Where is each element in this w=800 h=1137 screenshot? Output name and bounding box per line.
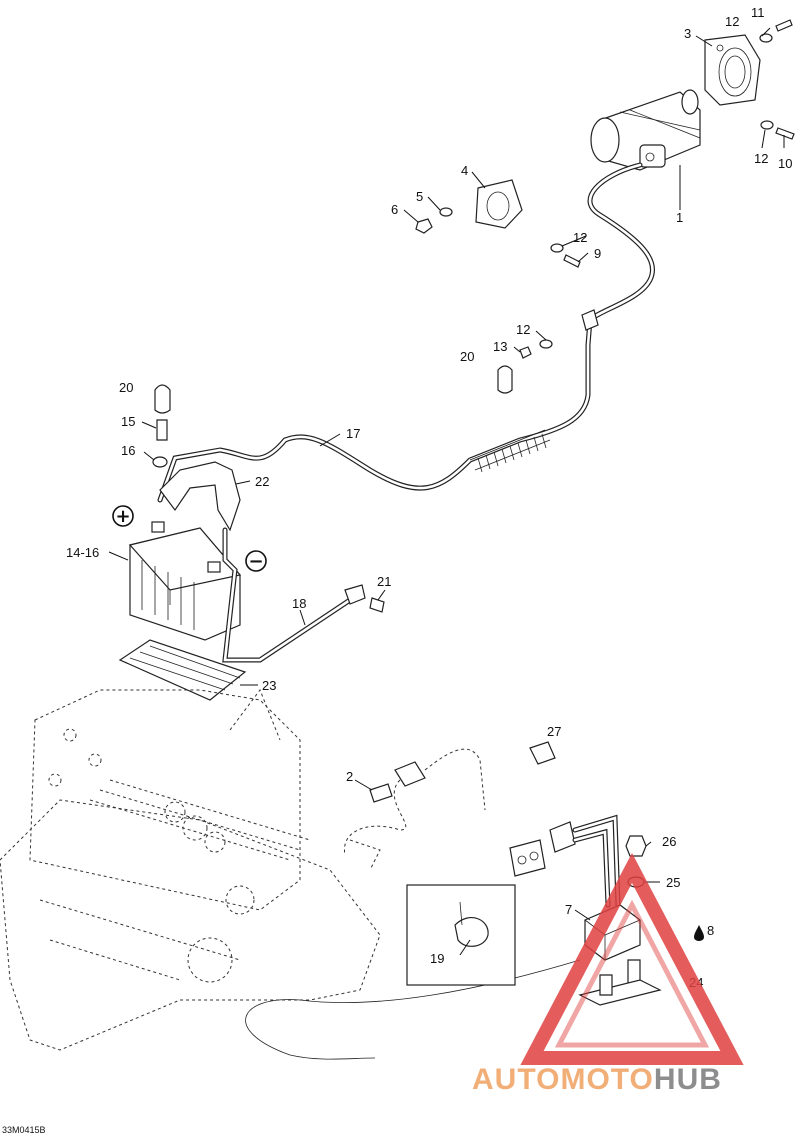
callout-12-top: 12 [725,14,739,29]
callout-19: 19 [430,951,444,966]
positive-terminal-symbol: + [112,505,134,527]
callout-26: 26 [662,834,676,849]
callout-25: 25 [666,875,680,890]
svg-text:+: + [115,506,130,527]
harness-route [245,959,581,1060]
relay-connector [529,741,556,765]
starter-flange-gasket [475,179,523,229]
starter-motor [590,89,701,171]
callout-14-16: 14-16 [66,545,99,560]
callout-22: 22 [255,474,269,489]
starter-hardware [415,19,795,394]
callout-15: 15 [121,414,135,429]
callout-10: 10 [778,156,792,171]
negative-terminal-symbol: − [245,550,267,572]
watermark-logo: AUTOMOTOHUB [472,852,744,1096]
chassis-frame [0,688,381,1051]
callout-9: 9 [594,246,601,261]
ground-cable [222,527,385,663]
solenoid-wires [572,814,621,908]
callout-27: 27 [547,724,561,739]
callout-12-right: 12 [754,151,768,166]
callout-18: 18 [292,596,306,611]
battery-bolt-hardware [152,384,171,468]
battery-pad [118,639,247,701]
drawing-code: 33M0415B [2,1125,46,1135]
battery [128,521,242,641]
mounting-plate [578,974,662,1006]
fuse [369,783,393,803]
watermark-text-gray: HUB [654,1063,722,1096]
solenoid-connector [509,821,576,877]
callout-13: 13 [493,339,507,354]
callout-4: 4 [461,163,468,178]
fuse-holder-harness [344,748,486,856]
callout-2: 2 [346,769,353,784]
callout-1: 1 [676,210,683,225]
callout-6: 6 [391,202,398,217]
tie-wrap-inset [406,884,516,986]
callout-5: 5 [416,189,423,204]
leader-lines [108,27,785,956]
svg-text:−: − [248,551,263,572]
callout-16: 16 [121,443,135,458]
starter-cable [157,162,655,503]
watermark-text-orange: AUTOMOTO [472,1063,654,1096]
callout-3: 3 [684,26,691,41]
callout-21: 21 [377,574,391,589]
callout-23: 23 [262,678,276,693]
callout-20-battery: 20 [119,380,133,395]
callout-12-mid: 12 [573,230,587,245]
svg-text:AUTOMOTOHUB: AUTOMOTOHUB [472,1063,722,1096]
callout-17: 17 [346,426,360,441]
callout-8: 8 [707,923,714,938]
callout-20-starter: 20 [460,349,474,364]
callout-12-low: 12 [516,322,530,337]
battery-strap [159,461,241,532]
starter-bracket [704,34,761,106]
callout-11: 11 [751,5,765,20]
loctite-drop-icon [694,925,704,941]
callout-7: 7 [565,902,572,917]
